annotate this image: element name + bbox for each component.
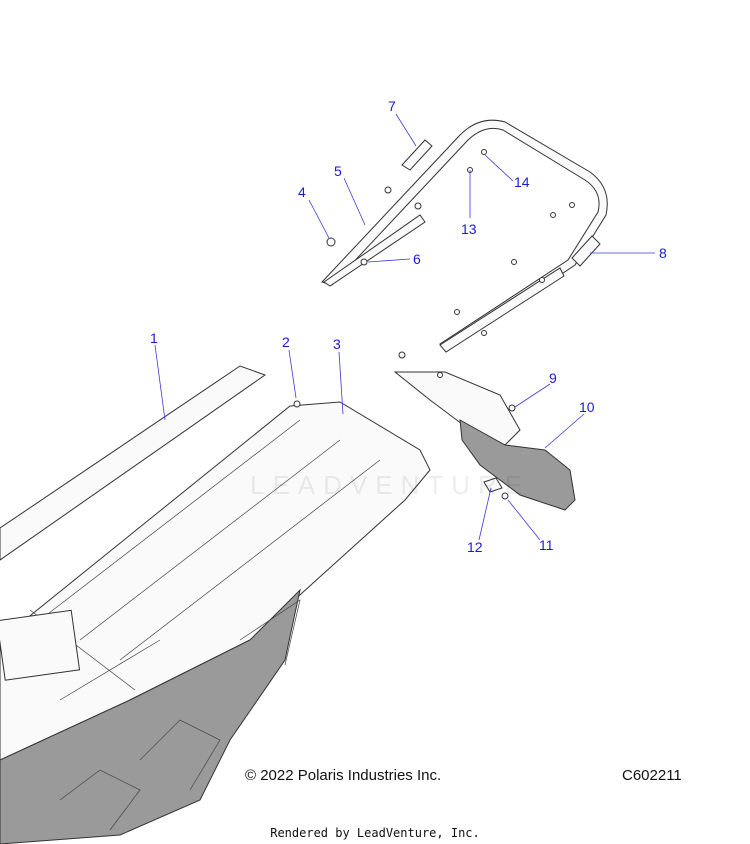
part-7-plate [401,139,433,171]
rendered-by-text: Rendered by LeadVenture, Inc. [270,826,480,840]
callout-5: 5 [334,163,342,179]
callout-6: 6 [413,251,421,267]
leadventure-watermark: LEADVENTURE [250,470,531,500]
callout-1: 1 [150,330,158,346]
callout-10: 10 [579,399,595,415]
callout-12: 12 [467,539,483,555]
part-3-tunnel [0,401,431,844]
part-12-plate [483,477,503,493]
part-2-bolt [293,400,301,408]
copyright-text: © 2022 Polaris Industries Inc. [245,767,442,784]
callout-11: 11 [539,537,554,553]
callout-4: 4 [298,184,306,200]
leader-lines [154,113,655,541]
callout-8: 8 [659,245,667,261]
callout-14: 14 [514,174,530,190]
callout-2: 2 [282,334,290,350]
fasteners [326,149,575,336]
part-9-bracket [393,351,521,446]
callout-9: 9 [549,370,557,386]
part-11-nut [501,492,509,500]
callout-3: 3 [333,336,341,352]
callout-labels: 1 2 3 4 5 6 7 8 9 10 11 12 13 14 [150,98,667,555]
callout-13: 13 [461,221,477,237]
callout-7: 7 [388,98,396,114]
rear-bumper [321,119,608,353]
diagram-code: C602211 [622,767,682,784]
part-10-snowflap [459,419,576,511]
part-1-strip [0,365,267,561]
part-8-decal [571,235,601,267]
